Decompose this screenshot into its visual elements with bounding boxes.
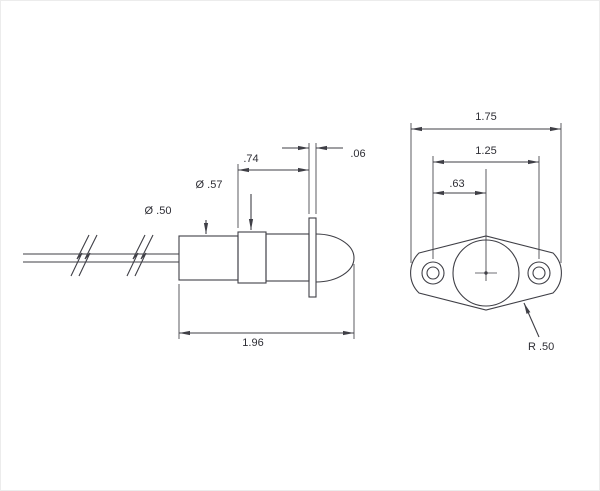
dim-196: 1.96 <box>178 264 355 349</box>
dome-lens <box>315 233 355 283</box>
dim-63: .63 <box>433 178 486 196</box>
dim-dia-50: Ø .50 <box>145 205 209 234</box>
dim-63-label: .63 <box>449 178 464 190</box>
neck <box>265 233 310 282</box>
lead-wires <box>23 234 179 277</box>
dim-175-label: 1.75 <box>475 111 496 123</box>
wire-break-icon <box>70 234 90 277</box>
radius-label: R .50 <box>528 341 554 353</box>
dim-125-label: 1.25 <box>475 145 496 157</box>
hole-inner-ring <box>426 266 440 280</box>
dim-175: 1.75 <box>410 111 562 263</box>
dim-06: .06 <box>282 143 366 214</box>
rear-barrel <box>178 235 239 281</box>
dim-74: .74 <box>237 153 309 228</box>
dia-57-label: Ø .57 <box>196 179 223 191</box>
center-boss-circle <box>452 239 520 307</box>
mid-collar <box>237 231 267 284</box>
dim-radius: R .50 <box>523 302 554 353</box>
flange-plate-side <box>308 217 317 298</box>
front-view: 1.75 1.25 .63 R .50 <box>410 111 562 353</box>
side-view: .74 .06 Ø .57 Ø .50 1.96 <box>23 143 366 349</box>
mounting-hole-right <box>527 261 551 285</box>
wire-break-icon <box>134 234 154 277</box>
wire-break-icon <box>78 234 98 277</box>
dim-06-label: .06 <box>350 148 365 160</box>
wire-break-icon <box>126 234 146 277</box>
mounting-hole-left <box>421 261 445 285</box>
dim-74-label: .74 <box>243 153 258 165</box>
lamp-body <box>178 217 355 298</box>
dia-50-label: Ø .50 <box>145 205 172 217</box>
hole-outer-ring <box>421 261 445 285</box>
dim-196-label: 1.96 <box>242 337 263 349</box>
hole-outer-ring <box>527 261 551 285</box>
dim-dia-57: Ø .57 <box>196 179 254 230</box>
center-point <box>484 271 488 275</box>
dim-125: 1.25 <box>432 145 540 259</box>
hole-inner-ring <box>532 266 546 280</box>
leader-arrow <box>523 302 540 338</box>
